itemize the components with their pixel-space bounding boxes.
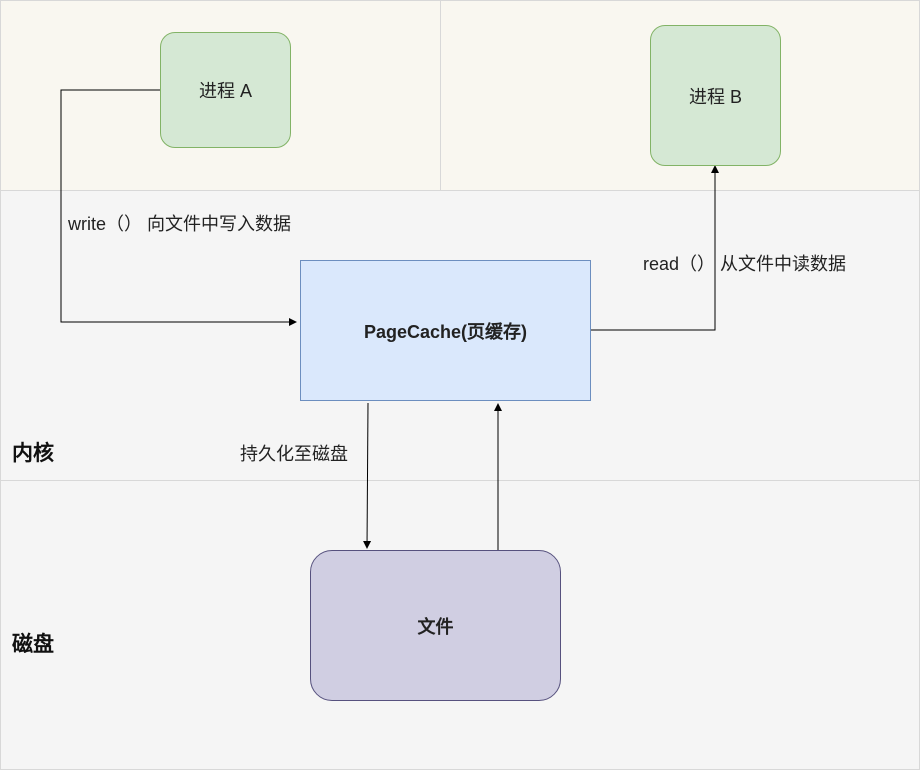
read-edge-label: read（） 从文件中读数据 xyxy=(643,254,847,274)
write-arrow xyxy=(60,89,297,326)
process-a-node: 进程 A xyxy=(160,32,291,148)
process-a-label: 进程 A xyxy=(198,81,252,101)
process-b-label: 进程 B xyxy=(688,86,742,107)
persist-arrow xyxy=(363,402,372,549)
write-edge-label: write（） 向文件中写入数据 xyxy=(68,214,292,234)
kernel-region-title: 内核 xyxy=(12,442,54,465)
file-label: 文件 xyxy=(417,616,454,637)
disk-region-title: 磁盘 xyxy=(12,633,54,656)
process-b-node: 进程 B xyxy=(650,25,781,166)
pagecache-node: PageCache(页缓存) xyxy=(300,260,591,401)
read-arrow xyxy=(591,165,719,331)
file-node: 文件 xyxy=(310,550,561,701)
persist-edge-label: 持久化至磁盘 xyxy=(240,444,348,464)
pagecache-label: PageCache(页缓存) xyxy=(363,321,528,342)
